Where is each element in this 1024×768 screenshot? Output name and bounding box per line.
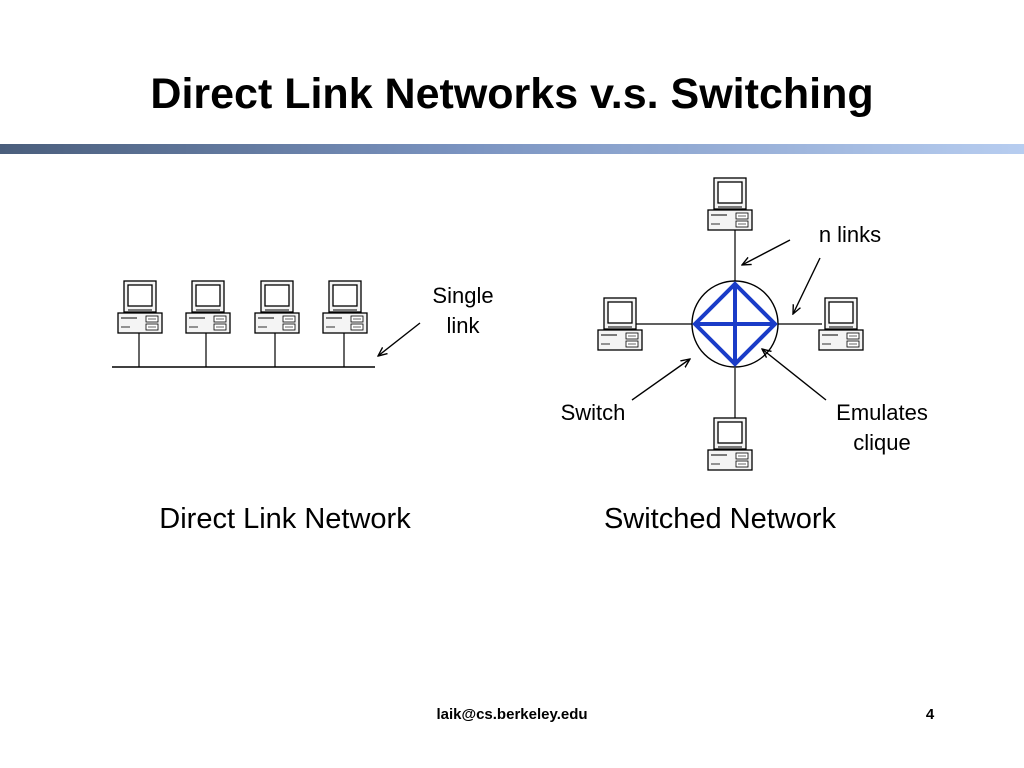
computer-icon <box>322 280 368 334</box>
emulates-clique-label-line2: clique <box>853 430 911 455</box>
direct-link-network-caption: Direct Link Network <box>159 503 411 535</box>
computer-icon <box>597 297 643 351</box>
single-link-label-line2: link <box>446 313 480 338</box>
page-number: 4 <box>925 706 935 723</box>
switch-label: Switch <box>560 400 626 425</box>
footer-email: laik@cs.berkeley.edu <box>436 706 588 723</box>
title-rule <box>0 144 1024 154</box>
single-link-label-line1: Single <box>432 283 494 308</box>
switched-network <box>597 177 864 471</box>
switch-arrow <box>631 359 690 401</box>
switched-network-caption: Switched Network <box>603 503 837 535</box>
single-link-arrow <box>378 322 421 356</box>
computer-icon <box>254 280 300 334</box>
computer-icon <box>117 280 163 334</box>
single-link-label: Single link <box>418 281 508 341</box>
computer-icon <box>707 417 753 471</box>
computer-icon <box>707 177 753 231</box>
computer-icon <box>185 280 231 334</box>
emulates-clique-arrow <box>762 349 827 401</box>
emulates-clique-label: Emulates clique <box>818 398 946 458</box>
computer-icon <box>818 297 864 351</box>
n-links-label: n links <box>818 222 882 247</box>
n-links-arrow-right <box>793 257 821 314</box>
slide-title: Direct Link Networks v.s. Switching <box>150 70 874 118</box>
direct-link-network <box>112 280 421 368</box>
emulates-clique-label-line1: Emulates <box>836 400 928 425</box>
n-links-arrow-left <box>742 239 791 265</box>
